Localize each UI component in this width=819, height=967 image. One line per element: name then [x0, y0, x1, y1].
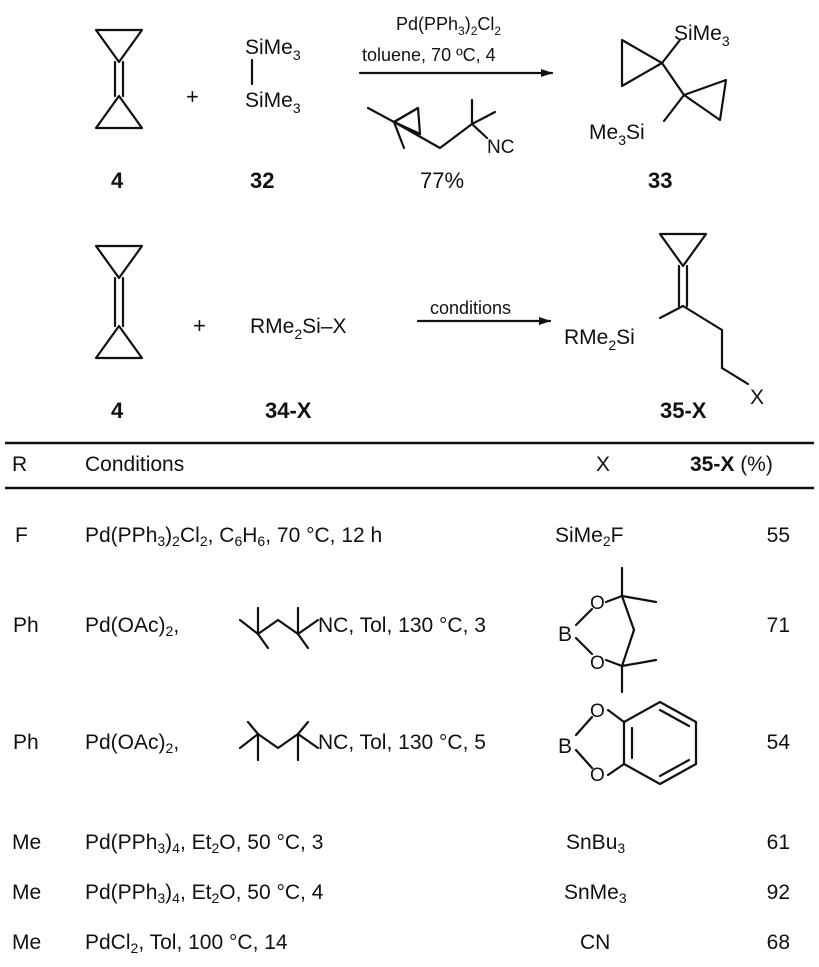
- product-simeb-top: SiMe3: [674, 22, 730, 49]
- table-row-5-conditions: Pd(PPh3)4, Et2O, 50 °C, 4: [85, 881, 324, 906]
- table-row-3-conditions-b: NC, Tol, 130 °C, 5: [318, 731, 486, 754]
- svg-text:Pd(PPh3)2Cl2: Pd(PPh3)2Cl2: [396, 14, 501, 38]
- reaction-arrow-1: Pd(PPh3)2Cl2 toluene, 70 ºC, 4: [358, 14, 554, 77]
- table-header-yield: 35-X (%): [690, 453, 773, 476]
- pinacol-o-atom-top: O: [590, 593, 605, 614]
- svg-text:conditions: conditions: [430, 298, 511, 318]
- plus-sign-1: +: [186, 84, 199, 109]
- bicyclopropylidene-structure-1: [94, 28, 144, 130]
- compound-label-35x: 35-X: [660, 398, 707, 423]
- ligand-nc-label: NC: [487, 137, 514, 158]
- table-row-6-r: Me: [12, 931, 42, 954]
- compound-label-4a: 4: [111, 168, 124, 193]
- svg-text:SiMe3: SiMe3: [245, 89, 301, 116]
- table-row-4-yield: 61: [766, 831, 790, 854]
- table-row-5-yield: 92: [766, 881, 790, 904]
- reaction-arrow-2: conditions: [416, 298, 552, 325]
- svg-text:toluene, 70 ºC, 4: toluene, 70 ºC, 4: [362, 45, 496, 65]
- pinacol-o-atom-bottom: O: [590, 653, 605, 674]
- table-row-6-conditions: PdCl2, Tol, 100 °C, 14: [85, 931, 288, 956]
- compound-label-33: 33: [648, 168, 672, 193]
- table-row-5-r: Me: [12, 881, 42, 904]
- table-row-6-yield: 68: [766, 931, 790, 954]
- pinacol-b-atom: B: [558, 623, 572, 646]
- table-row-1-conditions: Pd(PPh3)2Cl2, C6H6, 70 °C, 12 h: [85, 524, 383, 549]
- bicyclopropylidene-structure-2: [94, 244, 144, 360]
- table-row-3-r: Ph: [13, 731, 39, 754]
- table-row-4-x: SnBu3: [566, 831, 626, 856]
- disilane-structure: SiMe3 SiMe3: [245, 36, 301, 116]
- isocyanide-ligand-structure: [366, 98, 497, 150]
- compound-label-34x: 34-X: [265, 398, 312, 423]
- table-row-2-conditions-b: NC, Tol, 130 °C, 3: [318, 614, 486, 637]
- table-row-5-x: SnMe3: [564, 881, 627, 906]
- table-row-1-x: SiMe2F: [555, 524, 624, 549]
- table-header-r: R: [12, 453, 28, 476]
- table-row-3-yield: 54: [766, 731, 790, 754]
- table-row-4-conditions: Pd(PPh3)4, Et2O, 50 °C, 3: [85, 831, 324, 856]
- table-row-2-r: Ph: [13, 614, 39, 637]
- yield-label: 77%: [420, 168, 464, 193]
- table-row-2-conditions-a: Pd(OAc)2,: [85, 614, 180, 639]
- silyl-alkene-product-structure: [658, 232, 750, 386]
- product-sime3-bottom: Me3Si: [589, 121, 645, 148]
- table-header-conditions: Conditions: [85, 453, 185, 476]
- catechol-b-atom: B: [558, 735, 572, 758]
- table-row-6-x: CN: [580, 931, 611, 954]
- row3-ligand-skeletal: [238, 720, 320, 762]
- catechol-o-atom-bottom: O: [590, 765, 605, 786]
- pinacolboronate-structure: [574, 566, 658, 694]
- table-row-3-conditions-a: Pd(OAc)2,: [85, 731, 180, 756]
- row2-ligand-skeletal: [238, 606, 320, 650]
- svg-text:SiMe3: SiMe3: [245, 36, 301, 63]
- product-x-label: X: [750, 386, 764, 409]
- table-row-2-yield: 71: [766, 614, 790, 637]
- bis-silyl-bicyclopropyl-structure: [620, 38, 728, 123]
- table-header-x: X: [596, 453, 611, 476]
- catecholboronate-structure: [574, 700, 698, 786]
- catechol-o-atom-top: O: [590, 701, 605, 722]
- table-row-1-yield: 55: [766, 524, 790, 547]
- silane-reagent: RMe2Si–X: [250, 315, 347, 342]
- table-row-4-r: Me: [12, 831, 42, 854]
- plus-sign-2: +: [193, 313, 206, 338]
- compound-label-32: 32: [250, 168, 274, 193]
- product-si-group: RMe2Si: [564, 326, 635, 353]
- table-row-1-r: F: [15, 524, 28, 547]
- compound-label-4b: 4: [111, 398, 124, 423]
